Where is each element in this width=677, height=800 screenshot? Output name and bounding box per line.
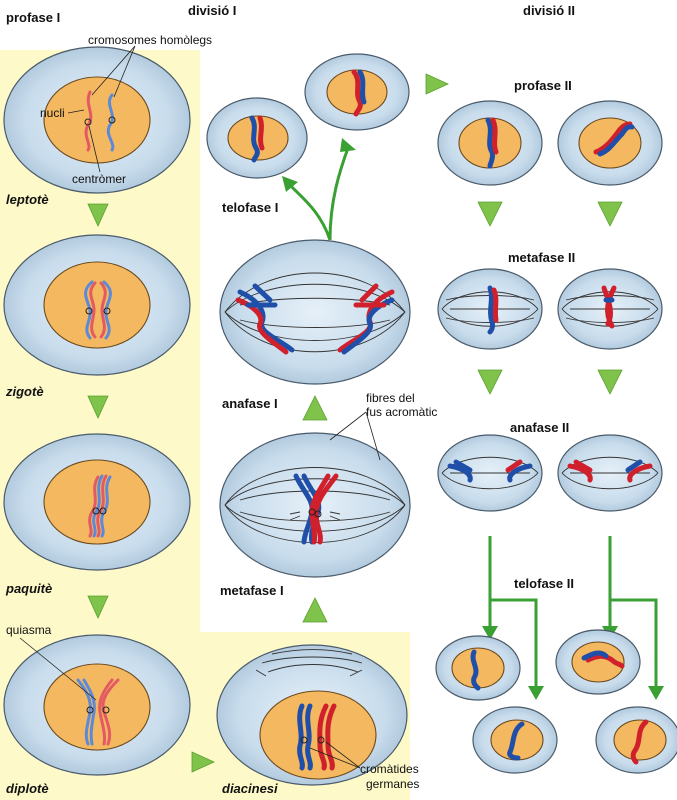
pachytene-cell <box>3 433 191 571</box>
diplotene-cell <box>3 634 191 776</box>
nuclei-label: nucli <box>40 106 65 120</box>
telophase-2-cell-2 <box>472 706 558 774</box>
pachytene-label: paquitè <box>5 581 52 596</box>
sister-chromatids-label-2: germanes <box>366 777 419 791</box>
anafase-1-label: anafase I <box>222 396 278 411</box>
arrow-tip-left <box>282 176 298 192</box>
spindle-fibres-label-2: fus acromàtic <box>366 405 437 419</box>
profase-1-label: profase I <box>6 10 60 25</box>
division-1-title: divisió I <box>188 3 236 18</box>
diplotene-label: diplotè <box>6 781 49 796</box>
metaphase-1-cell <box>219 432 411 578</box>
chiasma-label: quiasma <box>6 623 52 637</box>
arrow-down-m2-right <box>597 369 623 395</box>
metafase-2-cell-right <box>557 268 663 350</box>
profase-2-cell-right <box>557 100 663 186</box>
division-2-title: divisió II <box>523 3 575 18</box>
arrow-up-anafase1 <box>302 395 328 421</box>
profase-2-label: profase II <box>514 78 572 93</box>
telophase-2-branch-right <box>608 536 658 690</box>
arrow-right-profase2 <box>425 73 449 95</box>
anaphase-1-cell <box>219 239 411 385</box>
arrow-down-3 <box>87 595 109 619</box>
arrow-up-metafase1 <box>302 597 328 623</box>
centromere-label: centròmer <box>72 172 126 186</box>
telophase-1-cell-left <box>206 97 308 179</box>
zygotene-label: zigotè <box>5 384 44 399</box>
telophase-1-cell-right <box>304 53 410 131</box>
diakinesis-cell <box>216 644 408 786</box>
telophase-2-branch-left <box>488 536 538 690</box>
leptotene-label: leptotè <box>6 192 49 207</box>
metafase-1-label: metafase I <box>220 583 284 598</box>
telofase-1-label: telofase I <box>222 200 278 215</box>
arrow-right-diakinesis <box>191 751 215 773</box>
anafase-2-label: anafase II <box>510 420 569 435</box>
zygotene-cell <box>3 234 191 376</box>
arrow-down-p2-right <box>597 201 623 227</box>
telofase-2-label: telofase II <box>514 576 574 591</box>
arrow-tip-up <box>340 138 356 152</box>
homologous-label: cromosomes homòlegs <box>88 33 212 47</box>
leptotene-cell <box>3 46 191 194</box>
arrow-down-p2-left <box>477 201 503 227</box>
metafase-2-cell-left <box>437 268 543 350</box>
telophase-2-cell-4 <box>595 706 677 774</box>
branch-to-telophase <box>288 147 350 241</box>
arrow-down-m2-left <box>477 369 503 395</box>
diakinesis-label: diacinesi <box>222 781 278 796</box>
metafase-2-label: metafase II <box>508 250 575 265</box>
arrow-down-2 <box>87 395 109 419</box>
profase-2-cell-left <box>437 100 543 186</box>
arrow-down-1 <box>87 203 109 227</box>
sister-chromatids-label-1: cromàtides <box>360 762 419 776</box>
telophase-2-cell-3 <box>555 629 641 695</box>
spindle-fibres-label-1: fibres del <box>366 391 415 405</box>
anafase-2-cell-left <box>437 434 543 512</box>
telophase-2-cell-1 <box>435 635 521 701</box>
anafase-2-cell-right <box>557 434 663 512</box>
